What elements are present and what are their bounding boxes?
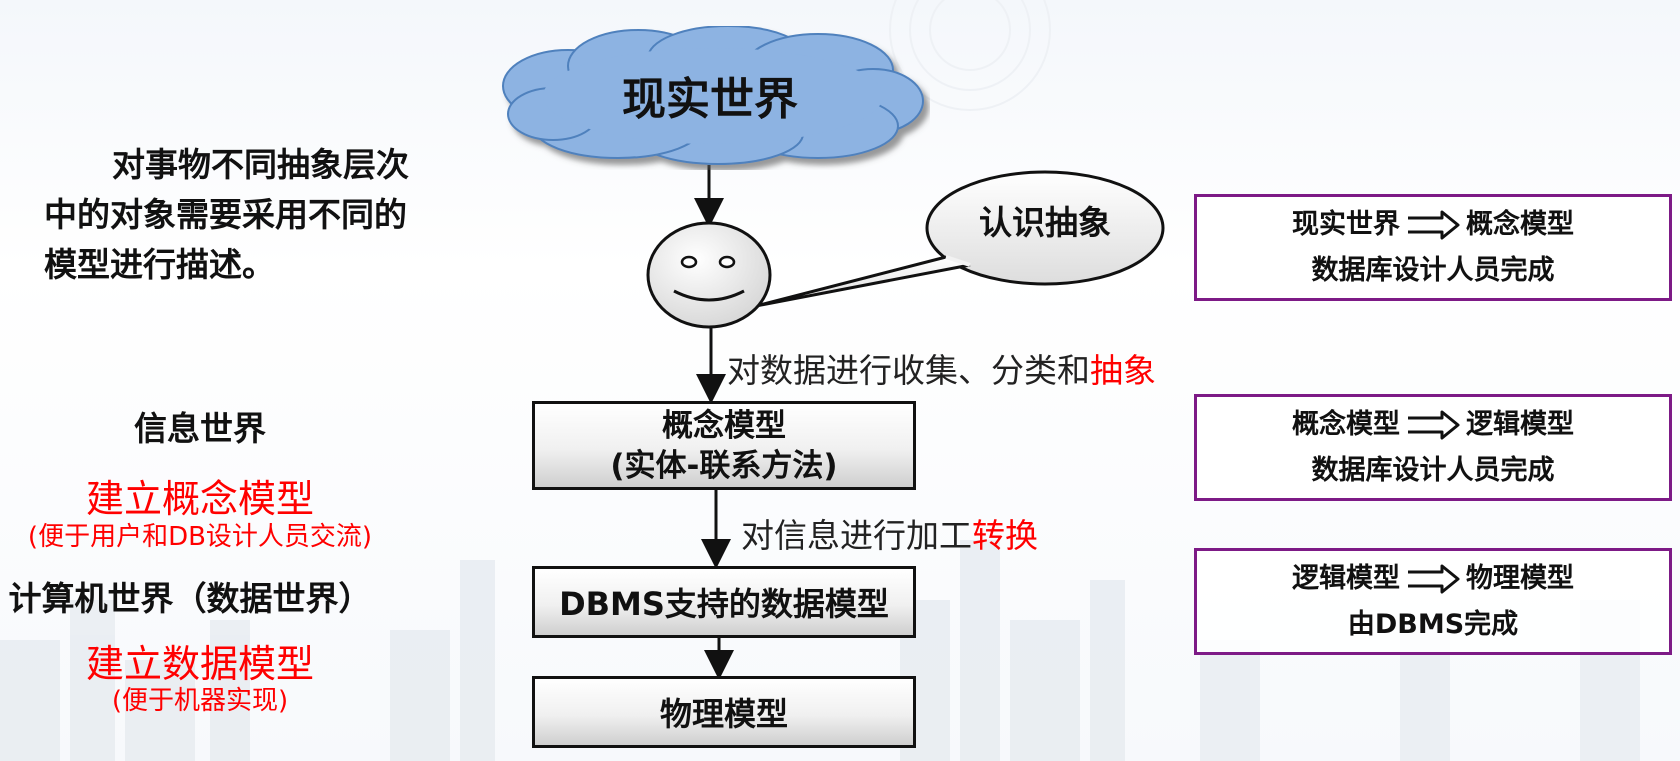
computer-world-label: 计算机世界（数据世界） — [0, 572, 380, 620]
mapping-3-from: 逻辑模型 — [1292, 556, 1400, 602]
step2-label-highlight: 转换 — [972, 516, 1038, 555]
build-concept-model-note: (便于用户和DB设计人员交流) — [0, 516, 410, 553]
smiley-face-icon — [648, 223, 770, 327]
step1-label: 对数据进行收集、分类和抽象 — [727, 344, 1156, 392]
step2-label: 对信息进行加工转换 — [741, 509, 1038, 557]
concept-model-box-subtitle: (实体-联系方法) — [610, 446, 837, 486]
bubble-label: 认识抽象 — [955, 196, 1135, 244]
mapping-row-2: 概念模型 逻辑模型 — [1292, 402, 1574, 448]
step1-label-text: 对数据进行收集、分类和 — [727, 351, 1090, 390]
physical-model-box-label: 物理模型 — [660, 689, 788, 735]
build-concept-model-label: 建立概念模型 — [40, 468, 360, 523]
mapping-1-to: 概念模型 — [1466, 202, 1574, 248]
info-world-label: 信息世界 — [80, 402, 320, 450]
dbms-data-model-box-label: DBMS支持的数据模型 — [559, 579, 889, 625]
step2-label-text: 对信息进行加工 — [741, 516, 972, 555]
mapping-box-1: 现实世界 概念模型 数据库设计人员完成 — [1194, 194, 1672, 301]
build-data-model-note: (便于机器实现) — [40, 680, 360, 717]
mapping-1-from: 现实世界 — [1292, 202, 1400, 248]
intro-line-2: 中的对象需要采用不同的 — [44, 190, 424, 240]
concept-model-box-title: 概念模型 — [662, 406, 786, 446]
mapping-box-2: 概念模型 逻辑模型 数据库设计人员完成 — [1194, 394, 1672, 501]
concept-model-box: 概念模型 (实体-联系方法) — [532, 401, 916, 490]
thinking-figure — [640, 165, 1180, 335]
intro-text: 对事物不同抽象层次 中的对象需要采用不同的 模型进行描述。 — [44, 140, 424, 290]
double-arrow-icon — [1406, 410, 1460, 440]
double-arrow-icon — [1406, 564, 1460, 594]
intro-line-1: 对事物不同抽象层次 — [44, 140, 424, 190]
cloud-label: 现实世界 — [560, 63, 860, 127]
mapping-box-3: 逻辑模型 物理模型 由DBMS完成 — [1194, 548, 1672, 655]
double-arrow-icon — [1406, 210, 1460, 240]
dbms-data-model-box: DBMS支持的数据模型 — [532, 566, 916, 638]
step1-label-highlight: 抽象 — [1090, 351, 1156, 390]
mapping-2-from: 概念模型 — [1292, 402, 1400, 448]
intro-line-3: 模型进行描述。 — [44, 240, 424, 290]
physical-model-box: 物理模型 — [532, 676, 916, 748]
mapping-1-by: 数据库设计人员完成 — [1312, 248, 1555, 294]
mapping-2-to: 逻辑模型 — [1466, 402, 1574, 448]
mapping-3-to: 物理模型 — [1466, 556, 1574, 602]
mapping-2-by: 数据库设计人员完成 — [1312, 448, 1555, 494]
mapping-3-by: 由DBMS完成 — [1348, 602, 1518, 648]
mapping-row-3: 逻辑模型 物理模型 — [1292, 556, 1574, 602]
mapping-row-1: 现实世界 概念模型 — [1292, 202, 1574, 248]
